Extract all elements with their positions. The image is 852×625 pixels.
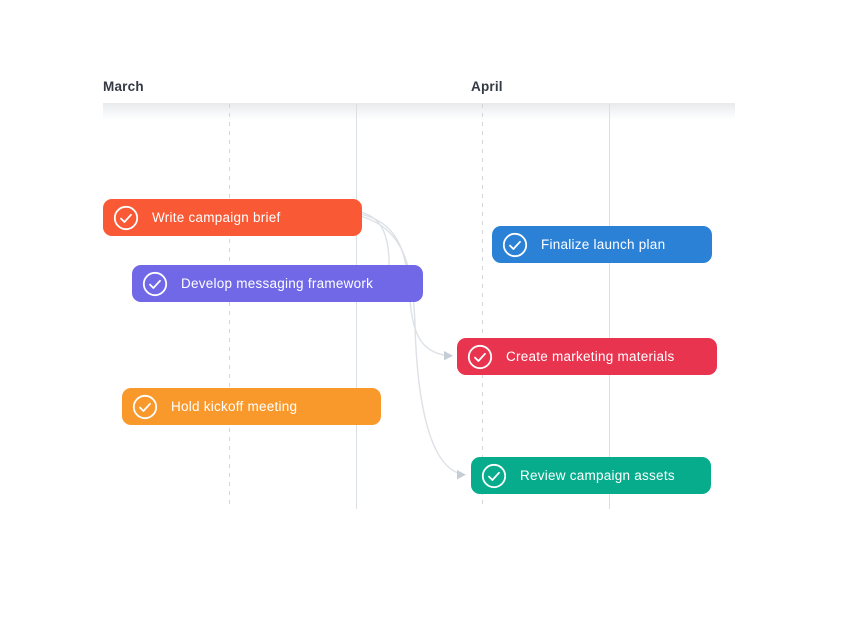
task-bar-review-campaign-assets[interactable]: Review campaign assets bbox=[471, 457, 711, 494]
connector-arrowhead bbox=[457, 470, 466, 480]
check-circle-icon bbox=[142, 271, 168, 297]
month-label-april: April bbox=[471, 79, 503, 94]
check-circle-icon bbox=[481, 463, 507, 489]
task-label: Finalize launch plan bbox=[541, 237, 666, 252]
task-bar-create-marketing-materials[interactable]: Create marketing materials bbox=[457, 338, 717, 375]
task-label: Hold kickoff meeting bbox=[171, 399, 298, 414]
task-label: Create marketing materials bbox=[506, 349, 675, 364]
connector-arrowhead bbox=[444, 351, 453, 361]
check-circle-icon bbox=[132, 394, 158, 420]
task-bar-develop-messaging-framework[interactable]: Develop messaging framework bbox=[132, 265, 423, 302]
dependency-curve-write-to-develop bbox=[359, 211, 390, 271]
timeline-header-band bbox=[103, 103, 735, 120]
dependency-curve-write-to-review bbox=[359, 215, 459, 474]
gridline-solid bbox=[609, 104, 610, 509]
check-circle-icon bbox=[502, 232, 528, 258]
task-label: Write campaign brief bbox=[152, 210, 281, 225]
task-bar-finalize-launch-plan[interactable]: Finalize launch plan bbox=[492, 226, 712, 263]
task-bar-hold-kickoff-meeting[interactable]: Hold kickoff meeting bbox=[122, 388, 381, 425]
gridline-solid bbox=[356, 104, 357, 509]
check-circle-icon bbox=[113, 205, 139, 231]
gridline-dashed bbox=[482, 104, 483, 509]
check-circle-icon bbox=[467, 344, 493, 370]
gridline-dashed bbox=[229, 104, 230, 509]
task-label: Develop messaging framework bbox=[181, 276, 374, 291]
task-bar-write-campaign-brief[interactable]: Write campaign brief bbox=[103, 199, 362, 236]
task-label: Review campaign assets bbox=[520, 468, 675, 483]
month-label-march: March bbox=[103, 79, 144, 94]
